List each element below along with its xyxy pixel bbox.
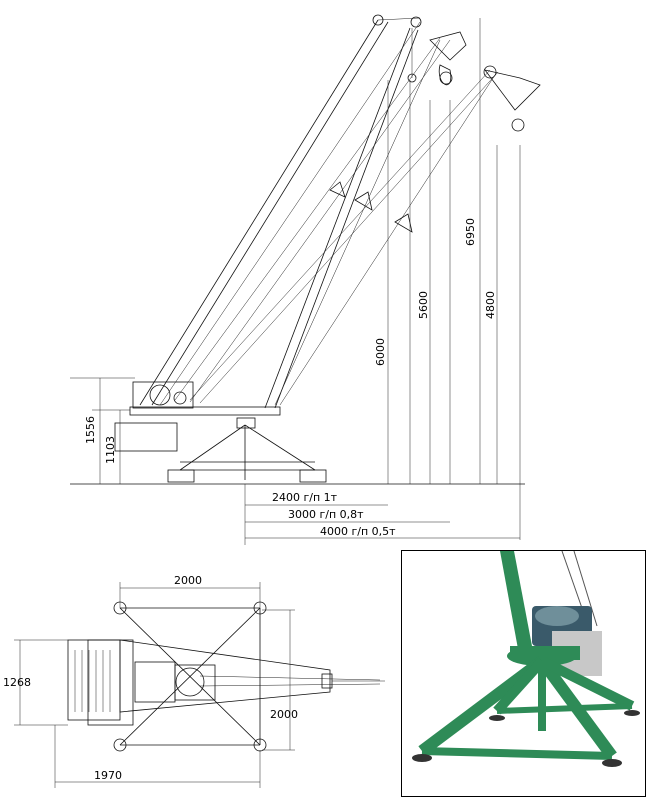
top-width-1970-label: 1970 [94,769,122,782]
height-6000-label: 6000 [374,338,387,366]
reach-2400-label: 2400 г/п 1т [272,491,338,504]
crane-photo-render [412,551,640,767]
height-5600-label: 5600 [417,291,430,319]
top-height-1268-label: 1268 [3,676,31,689]
top-height-2000-label: 2000 [270,708,298,721]
reach-4000-label: 4000 г/п 0,5т [320,525,396,538]
boom-position-2 [174,31,467,406]
side-counterweight [114,381,281,452]
top-width-2000-label: 2000 [174,574,202,587]
boom-position-1 [139,14,422,409]
height-1556-label: 1556 [84,416,97,444]
reach-3000-label: 3000 г/п 0,8т [288,508,364,521]
height-6950-label: 6950 [464,218,477,246]
crane-photo [401,550,646,797]
side-base-frame [167,417,327,483]
height-4800-label: 4800 [484,291,497,319]
boom-position-3 [189,65,541,406]
height-1103-label: 1103 [104,436,117,464]
crane-top-view-drawing [67,601,385,752]
